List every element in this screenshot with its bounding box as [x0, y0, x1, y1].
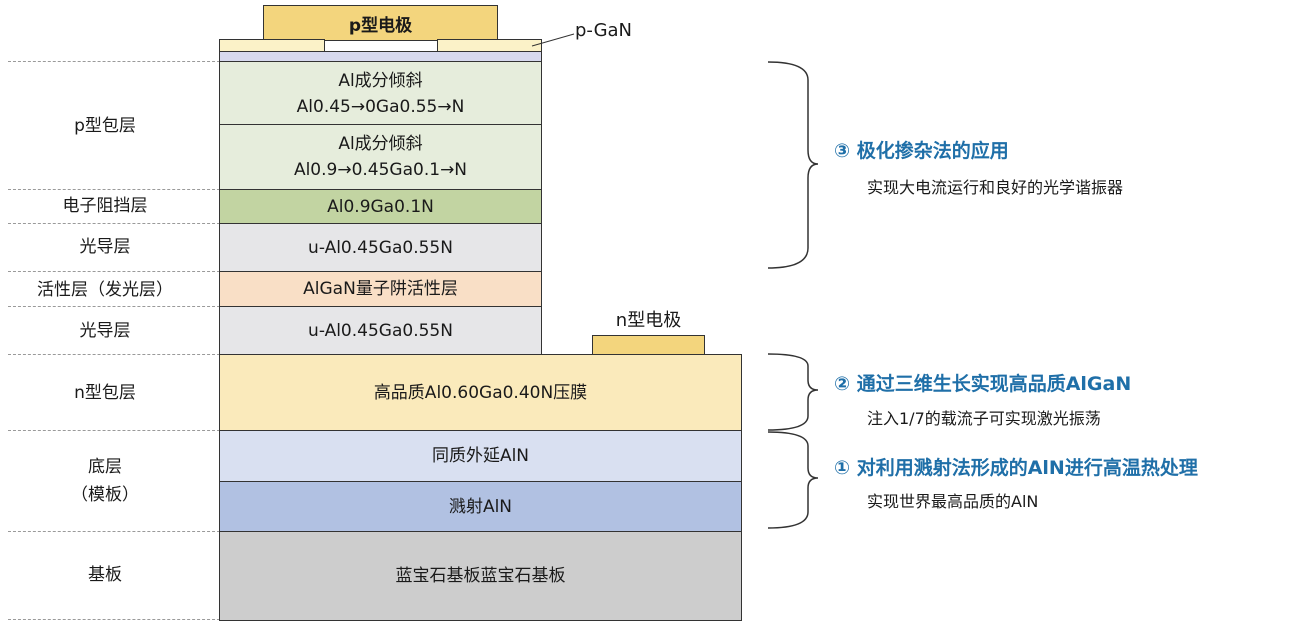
layer-label: AlGaN量子阱活性层: [303, 279, 458, 299]
row-divider: [8, 306, 220, 307]
row-label-template-line2: （模板）: [71, 485, 139, 505]
row-divider: [8, 354, 220, 355]
layer-label: 高品质Al0.60Ga0.40N压膜: [373, 382, 588, 403]
layer-label: Al成分倾斜: [338, 70, 423, 91]
annotation-3-title: ③ 极化掺杂法的应用: [834, 140, 1009, 162]
homoepitaxial-aln-layer: 同质外延AlN: [219, 430, 742, 482]
guide-layer-bottom: u-Al0.45Ga0.55N: [219, 306, 542, 355]
brace-1: [767, 431, 819, 529]
row-label-n-clad: n型包层: [74, 383, 136, 403]
p-electrode: p型电极: [263, 5, 498, 41]
n-electrode: [592, 335, 705, 356]
row-divider: [8, 223, 220, 224]
row-divider: [8, 189, 220, 190]
al-grading-layer-2: Al成分倾斜 Al0.9→0.45Ga0.1→N: [219, 124, 542, 190]
annotation-2-title: ② 通过三维生长实现高品质AlGaN: [834, 373, 1132, 395]
brace-3: [767, 61, 819, 269]
layer-label: 溅射AlN: [448, 496, 513, 517]
annotation-3-subtitle: 实现大电流运行和良好的光学谐振器: [867, 178, 1124, 197]
row-divider: [8, 531, 220, 532]
annotation-2-subtitle: 注入1/7的载流子可实现激光振荡: [867, 409, 1101, 428]
layer-label: 蓝宝石基板蓝宝石基板: [395, 566, 566, 586]
layer-label: Al成分倾斜: [338, 134, 423, 154]
annotation-1-subtitle: 实现世界最高品质的AlN: [867, 492, 1039, 511]
layer-formula: Al0.9→0.45Ga0.1→N: [293, 160, 468, 180]
electron-blocking-layer: Al0.9Ga0.1N: [219, 189, 542, 224]
layer-formula: Al0.9Ga0.1N: [327, 196, 434, 217]
sapphire-substrate: 蓝宝石基板蓝宝石基板: [219, 531, 742, 621]
row-label-electron-blocking: 电子阻挡层: [62, 196, 148, 216]
guide-layer-top: u-Al0.45Ga0.55N: [219, 223, 542, 272]
al-grading-layer-1: Al成分倾斜 Al0.45→0Ga0.55→N: [219, 61, 542, 126]
row-label-active: 活性层（发光层）: [37, 280, 173, 300]
layer-formula: Al0.45→0Ga0.55→N: [296, 96, 465, 117]
brace-2: [767, 353, 819, 431]
row-divider: [8, 619, 220, 620]
p-gan-leader-line: [531, 33, 575, 47]
row-label-template-line1: 底层: [88, 457, 122, 477]
sputtered-aln-layer: 溅射AlN: [219, 481, 742, 532]
row-label-substrate: 基板: [88, 565, 122, 585]
row-label-guide-top: 光导层: [79, 237, 131, 257]
n-clad-layer: 高品质Al0.60Ga0.40N压膜: [219, 354, 742, 431]
row-divider: [8, 271, 220, 272]
layer-formula: u-Al0.45Ga0.55N: [308, 320, 453, 341]
row-divider: [8, 61, 220, 62]
active-layer: AlGaN量子阱活性层: [219, 271, 542, 307]
row-label-guide-bottom: 光导层: [79, 321, 131, 341]
annotation-1-title: ① 对利用溅射法形成的AlN进行高温热处理: [834, 457, 1198, 479]
row-label-p-clad: p型包层: [74, 116, 136, 136]
layer-label: 同质外延AlN: [431, 446, 530, 466]
row-divider: [8, 430, 220, 431]
p-gan-label: p-GaN: [575, 20, 633, 41]
n-electrode-label: n型电极: [615, 310, 682, 331]
layer-formula: u-Al0.45Ga0.55N: [308, 237, 453, 258]
